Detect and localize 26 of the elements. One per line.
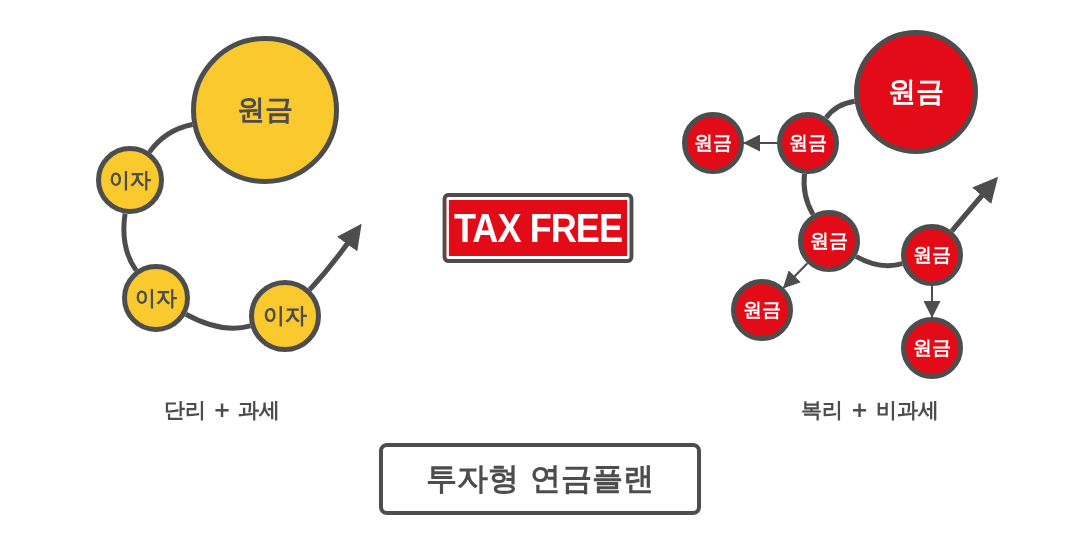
caption-text: 단리 + 과세 <box>163 397 281 424</box>
circle-node: 원금 <box>854 30 978 154</box>
connector-line <box>147 122 193 154</box>
circle-node: 원금 <box>798 210 860 272</box>
connector-line <box>184 312 251 331</box>
circle-node: 원금 <box>901 317 963 379</box>
circle-node: 원금 <box>682 112 744 174</box>
arrow <box>949 176 999 233</box>
circle-node: 이자 <box>122 264 190 332</box>
arrowhead <box>781 262 809 290</box>
connector-line <box>824 98 856 120</box>
circle-node: 원금 <box>731 279 793 341</box>
circle-node: 원금 <box>777 112 839 174</box>
connector-line <box>801 173 816 216</box>
circle-node: 원금 <box>901 224 963 286</box>
title-box: 투자형 연금플랜 <box>379 443 701 515</box>
tax-free-badge: TAX FREE <box>442 193 634 263</box>
connector-line <box>854 254 903 269</box>
circle-node: 원금 <box>191 36 339 184</box>
circle-node: 이자 <box>249 280 321 352</box>
arrowhead <box>742 134 778 152</box>
arrow <box>307 223 362 292</box>
caption-text: 복리 + 비과세 <box>801 397 939 424</box>
circle-node: 이자 <box>96 146 164 214</box>
connector-line <box>121 213 139 272</box>
arrowhead <box>923 285 941 319</box>
